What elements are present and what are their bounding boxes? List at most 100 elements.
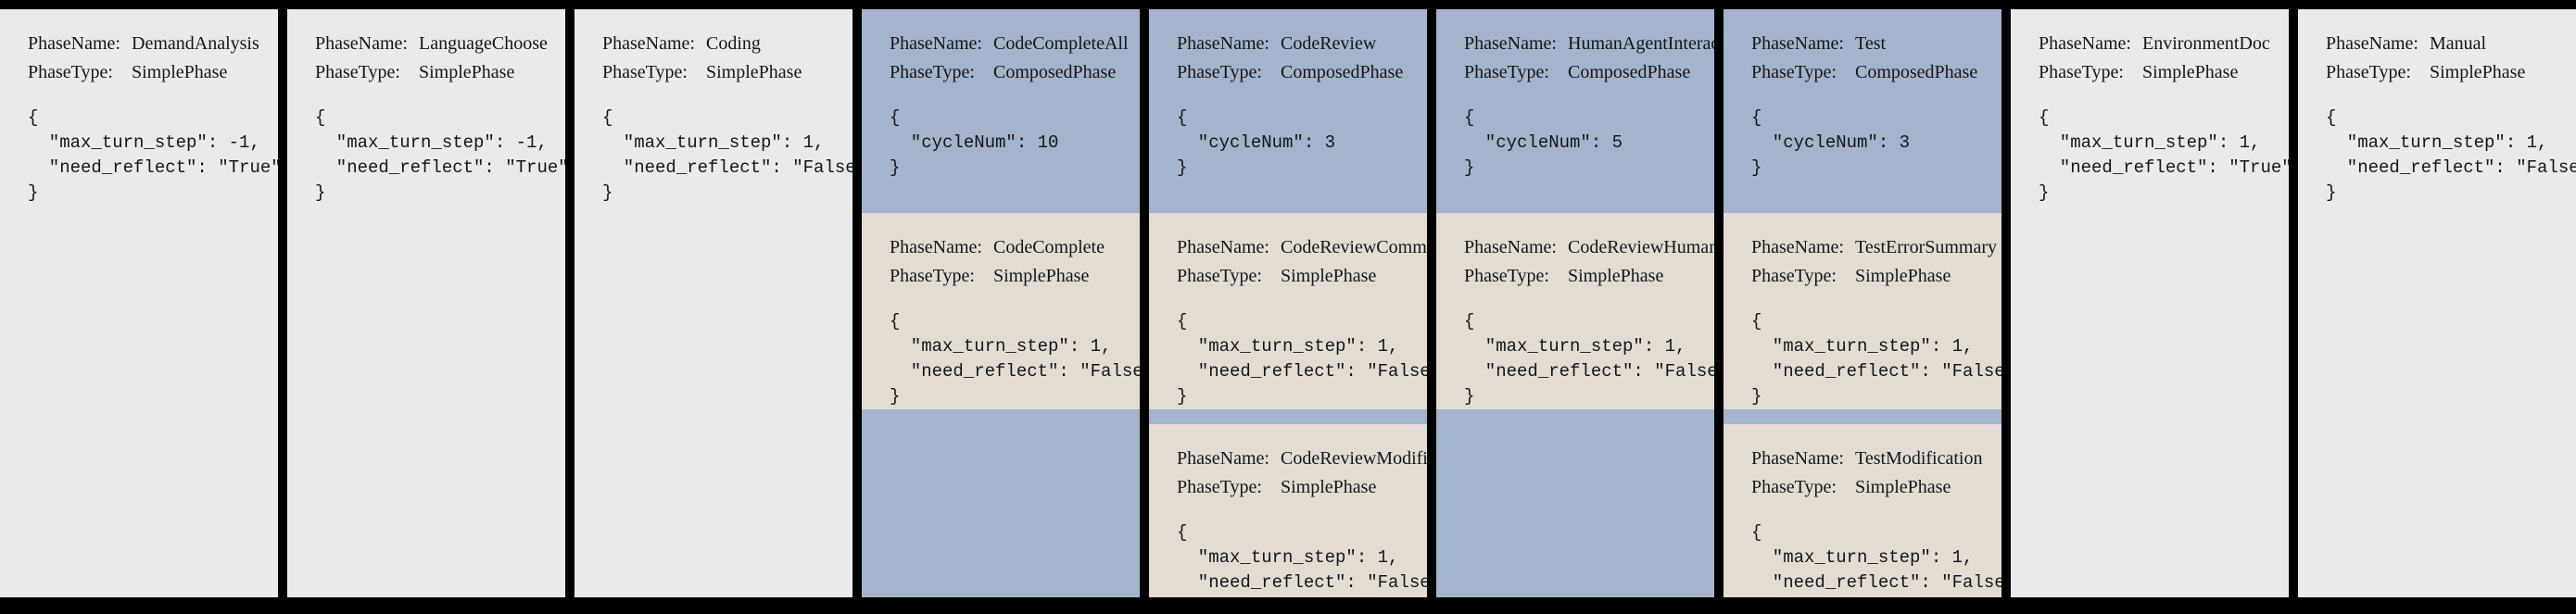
phase-type-row: PhaseType:ComposedPhase (890, 58, 1140, 87)
phase-type-value: SimplePhase (1281, 266, 1377, 286)
phase-config-json: { "max_turn_step": 1, "need_reflect": "F… (2326, 107, 2576, 203)
phase-card-human-agent-interaction[interactable]: PhaseName:HumanAgentInteractionPhaseType… (1436, 9, 1714, 597)
phase-name-row: PhaseName: CodeReviewComment (1177, 233, 1427, 262)
phase-name-value: TestModification (1855, 448, 1983, 469)
phase-name-value: TestErrorSummary (1855, 237, 1998, 257)
phase-config-json: { "cycleNum": 10 } (890, 107, 1059, 178)
phase-config-json: { "max_turn_step": -1, "need_reflect": "… (315, 107, 565, 203)
phase-type-row: PhaseType: SimplePhase (315, 58, 565, 87)
phase-type-value: SimplePhase (2142, 62, 2239, 82)
phase-name-label: PhaseName: (890, 237, 982, 257)
phase-type-row: PhaseType: SimplePhase (890, 262, 1140, 291)
phase-name-value: DemandAnalysis (132, 33, 259, 54)
phase-config-json: { "max_turn_step": 1, "need_reflect": "F… (1464, 311, 1714, 407)
phase-config-json: { "max_turn_step": 1, "need_reflect": "F… (602, 107, 852, 203)
phase-type-label: PhaseType: (315, 62, 400, 82)
phase-name-row: PhaseName: Manual (2326, 30, 2576, 58)
phase-name-value: Test (1855, 33, 1887, 54)
phase-type-row: PhaseType:SimplePhase (1177, 262, 1427, 291)
phase-type-value: ComposedPhase (1568, 62, 1691, 82)
phase-type-value: SimplePhase (993, 266, 1090, 286)
sub-phase-code-review-comment[interactable]: PhaseName: CodeReviewCommentPhaseType:Sim… (1149, 213, 1427, 409)
phase-name-row: PhaseName:TestErrorSummary (1751, 233, 2001, 262)
phase-name-row: PhaseName:CodeReviewHuman (1464, 233, 1714, 262)
phase-name-row: PhaseName:EnvironmentDoc (2039, 30, 2289, 58)
phase-name-label: PhaseName: (1177, 237, 1269, 257)
phase-name-label: PhaseName: (2326, 33, 2418, 54)
sub-phase-divider (1724, 409, 2001, 424)
phase-type-value: SimplePhase (2430, 62, 2526, 82)
phase-config-json: { "max_turn_step": 1, "need_reflect": "F… (1177, 522, 1427, 597)
phase-type-row: PhaseType:SimplePhase (1464, 262, 1714, 291)
phase-type-row: PhaseType:SimplePhase (602, 58, 852, 87)
phase-name-label: PhaseName: (1464, 237, 1557, 257)
phase-type-label: PhaseType: (2039, 62, 2124, 82)
phase-name-label: PhaseName: (1751, 448, 1844, 469)
phase-type-row: PhaseType:SimplePhase (1751, 473, 2001, 502)
phase-type-value: SimplePhase (419, 62, 515, 82)
phase-type-label: PhaseType: (2326, 62, 2411, 82)
phase-type-label: PhaseType: (1464, 62, 1549, 82)
phase-name-value: Manual (2430, 33, 2487, 54)
phase-type-value: SimplePhase (706, 62, 802, 82)
phase-type-row: PhaseType:SimplePhase (1177, 473, 1427, 502)
sub-phase-divider (1149, 409, 1427, 424)
phase-name-value: Coding (706, 33, 761, 54)
phase-name-row: PhaseName: Test (1751, 30, 2001, 58)
phase-type-row: PhaseType: SimplePhase (2039, 58, 2289, 87)
phase-name-row: PhaseName:LanguageChoose (315, 30, 565, 58)
phase-type-label: PhaseType: (1464, 266, 1549, 286)
phase-name-row: PhaseName:HumanAgentInteraction (1464, 30, 1714, 58)
phase-meta: PhaseName: CodeReviewCommentPhaseType:Sim… (1177, 233, 1427, 291)
phase-name-label: PhaseName: (1464, 33, 1557, 54)
phase-name-value: CodeComplete (993, 237, 1105, 257)
phase-config-json: { "max_turn_step": 1, "need_reflect": "F… (1177, 311, 1427, 407)
phase-name-value: CodeReview (1281, 33, 1377, 54)
phase-name-row: PhaseName:Coding (602, 30, 852, 58)
phase-type-label: PhaseType: (1177, 62, 1262, 82)
phase-config-json: { "max_turn_step": 1, "need_reflect": "T… (2039, 107, 2289, 203)
phase-name-row: PhaseName:DemandAnalysis (28, 30, 278, 58)
sub-phase-code-review-modification[interactable]: PhaseName:CodeReviewModificationPhaseTyp… (1149, 424, 1427, 597)
phase-type-row: PhaseType: ComposedPhase (1464, 58, 1714, 87)
composed-phase-filler (1436, 424, 1714, 597)
phase-config-json: { "max_turn_step": 1, "need_reflect": "F… (1751, 311, 2001, 407)
phase-name-value: LanguageChoose (419, 33, 548, 54)
phase-name-label: PhaseName: (1751, 33, 1844, 54)
phase-type-label: PhaseType: (890, 266, 975, 286)
phase-name-value: CodeReviewComment (1281, 237, 1427, 257)
phase-name-value: EnvironmentDoc (2142, 33, 2270, 54)
phase-config-json: { "max_turn_step": 1, "need_reflect": "F… (890, 311, 1140, 407)
sub-phase-divider (862, 409, 1140, 424)
phase-meta: PhaseName:CodeReviewModificationPhaseTyp… (1177, 445, 1427, 502)
phase-config-json: { "cycleNum": 3 } (1177, 107, 1336, 178)
